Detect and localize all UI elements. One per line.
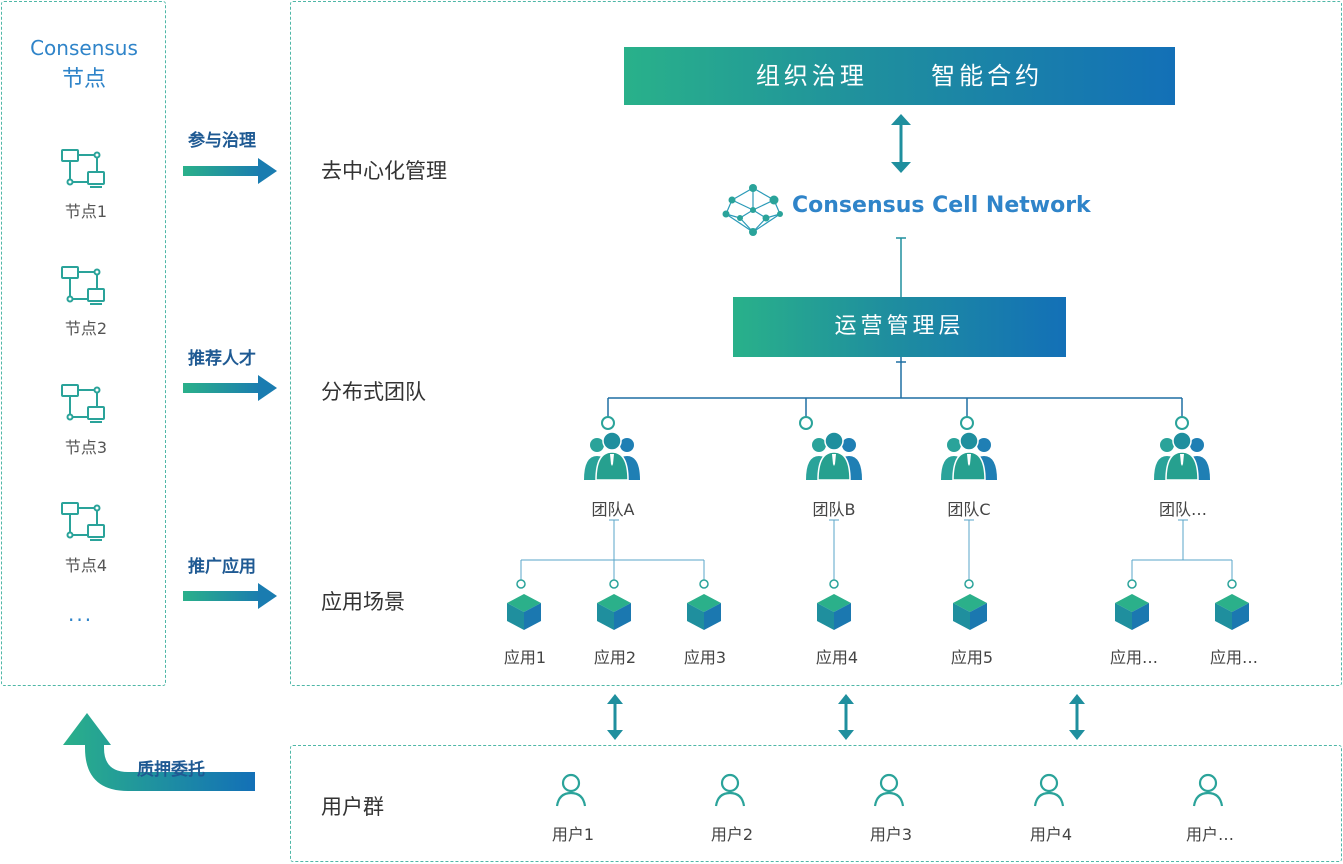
app-label-more-1: 应用… — [1109, 648, 1158, 667]
row-label-users: 用户群 — [321, 795, 384, 819]
app-cube-icon — [951, 592, 989, 636]
network-logo-icon — [720, 182, 786, 242]
row-label-decentralized: 去中心化管理 — [321, 159, 447, 183]
app-cube-icon — [685, 592, 723, 636]
app-nodes — [516, 579, 1237, 589]
app-cube-icon — [595, 592, 633, 636]
stake-return-arrow — [63, 713, 255, 791]
node-label-1: 节点1 — [64, 202, 108, 221]
ops-layer-bar: 运营管理层 — [733, 297, 1066, 357]
app-cube-icon — [815, 592, 853, 636]
user-label-2: 用户2 — [710, 825, 754, 844]
app-label-3: 应用3 — [683, 648, 727, 667]
node-label-4: 节点4 — [64, 556, 108, 575]
node-icon — [60, 500, 108, 546]
node-icon — [60, 147, 108, 193]
team-group-icon — [1152, 430, 1212, 484]
governance-contract-bar: 组织治理 智能合约 — [624, 47, 1175, 105]
node-icon — [60, 382, 108, 428]
app-label-more-2: 应用… — [1209, 648, 1258, 667]
user-icon — [713, 772, 749, 812]
network-title: Consensus Cell Network — [792, 193, 1091, 218]
arrow-recommend — [183, 375, 277, 401]
team-label-b: 团队B — [812, 500, 856, 519]
team-group-icon — [939, 430, 999, 484]
sidebar-title: Consensus 节点 — [16, 32, 152, 96]
user-icon — [554, 772, 590, 812]
teams-apps-tree — [520, 519, 1233, 580]
app-label-5: 应用5 — [950, 648, 994, 667]
node-more: ··· — [68, 608, 94, 632]
ops-teams-tree — [607, 357, 1183, 417]
user-label-4: 用户4 — [1029, 825, 1073, 844]
team-group-icon — [804, 430, 864, 484]
app-cube-icon — [1113, 592, 1151, 636]
organization-panel — [290, 1, 1342, 686]
user-icon — [1032, 772, 1068, 812]
user-label-3: 用户3 — [869, 825, 913, 844]
team-label-a: 团队A — [591, 500, 635, 519]
team-nodes — [601, 416, 1189, 430]
sidebar-title-line2: 节点 — [61, 67, 106, 92]
node-icon — [60, 264, 108, 310]
app-label-2: 应用2 — [593, 648, 637, 667]
action-stake-label: 质押委托 — [137, 760, 205, 780]
user-icon — [872, 772, 908, 812]
action-promote-label: 推广应用 — [188, 557, 256, 577]
app-cube-icon — [1213, 592, 1251, 636]
top-bar-governance: 组织治理 — [755, 62, 868, 90]
user-label-more: 用户… — [1185, 825, 1234, 844]
sidebar-title-line1: Consensus — [30, 36, 138, 60]
team-label-c: 团队C — [947, 500, 991, 519]
user-icon — [1191, 772, 1227, 812]
user-label-1: 用户1 — [551, 825, 595, 844]
row-label-distributed: 分布式团队 — [321, 380, 426, 404]
double-arrows-users — [607, 694, 1085, 740]
app-label-4: 应用4 — [815, 648, 859, 667]
node-label-3: 节点3 — [64, 438, 108, 457]
action-recommend-label: 推荐人才 — [188, 349, 256, 369]
app-cube-icon — [505, 592, 543, 636]
team-group-icon — [582, 430, 642, 484]
app-label-1: 应用1 — [503, 648, 547, 667]
top-bar-contract: 智能合约 — [931, 62, 1044, 90]
arrow-governance — [183, 158, 277, 184]
row-label-scenarios: 应用场景 — [321, 590, 405, 614]
double-arrow-top — [891, 114, 911, 173]
action-governance-label: 参与治理 — [188, 131, 256, 151]
node-label-2: 节点2 — [64, 319, 108, 338]
team-label-more: 团队… — [1158, 500, 1207, 519]
network-ops-connector — [896, 237, 906, 297]
consensus-node-panel — [1, 1, 166, 686]
arrow-promote — [183, 583, 277, 609]
user-group-panel — [290, 745, 1342, 862]
